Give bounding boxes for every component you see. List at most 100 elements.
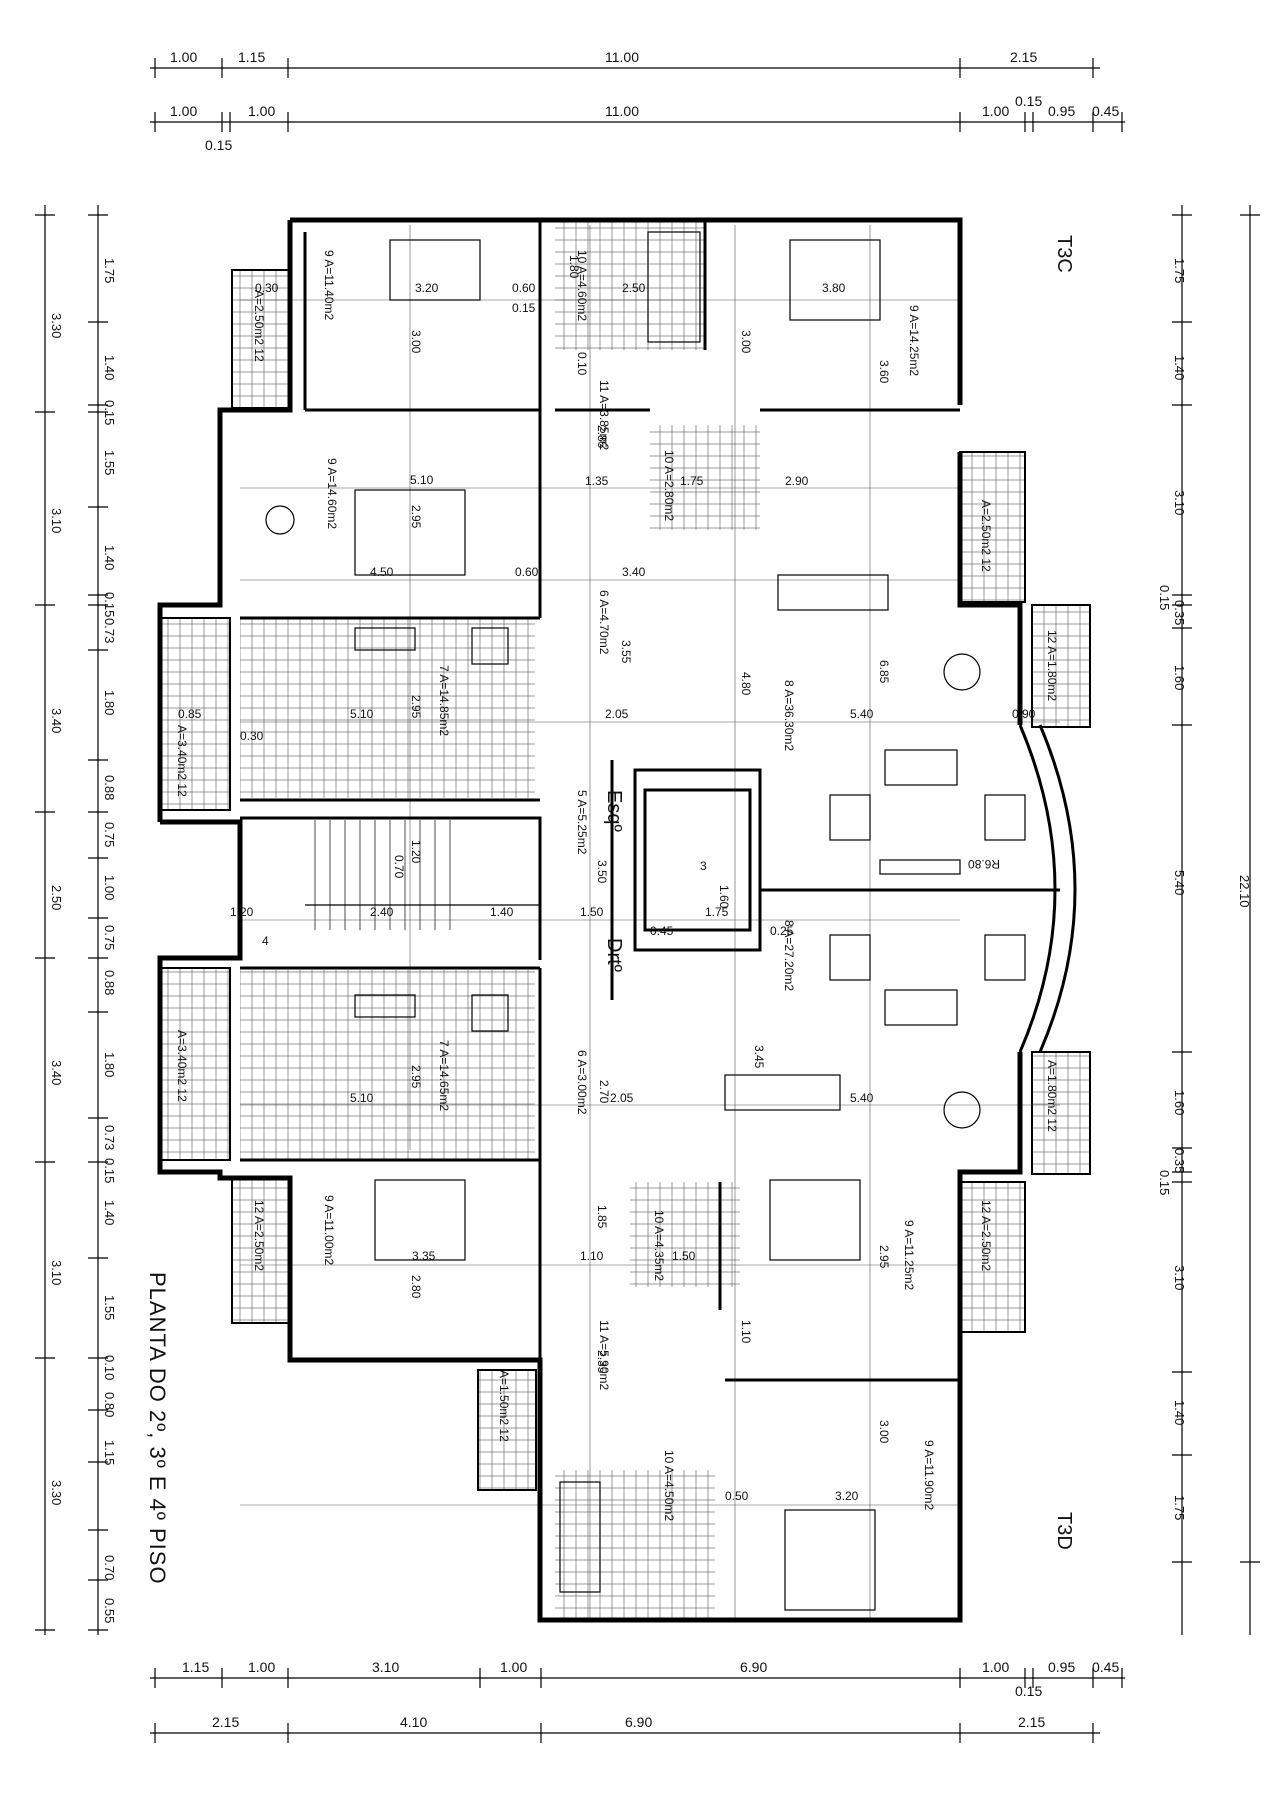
inner-dim: 3.50 bbox=[595, 860, 609, 884]
sofa-icon bbox=[884, 989, 958, 1026]
left-inner-dim-7: 0.73 bbox=[102, 618, 117, 643]
left-inner-dim-10: 0.75 bbox=[102, 822, 117, 847]
inner-dim: 0.25 bbox=[770, 924, 794, 938]
armchair-icon bbox=[984, 794, 1026, 841]
inner-dim: 1.50 bbox=[672, 1249, 696, 1263]
bed-icon bbox=[769, 1179, 861, 1261]
inner-dim: 1.75 bbox=[705, 905, 729, 919]
inner-dim: 2.80 bbox=[409, 1275, 423, 1299]
inner-dim: 3.45 bbox=[752, 1045, 766, 1069]
top-dim-r2-1: 1.00 bbox=[170, 103, 197, 119]
room-label: 9 A=11.90m2 bbox=[922, 1440, 936, 1511]
stove-icon bbox=[471, 994, 509, 1032]
top-dim-r2-3: 11.00 bbox=[605, 103, 639, 119]
left-inner-dim-20: 0.80 bbox=[102, 1392, 117, 1417]
round-table-icon bbox=[265, 505, 295, 535]
left-inner-dim-22: 0.70 bbox=[102, 1555, 117, 1580]
inner-dim: 5.40 bbox=[850, 707, 874, 721]
room-label: A=1.80m2 12 bbox=[1045, 1060, 1059, 1132]
interior-dimensions: 3.20 3.00 0.60 1.80 2.50 3.80 3.00 3.60 … bbox=[178, 255, 1036, 1503]
left-inner-dim-16: 0.15 bbox=[102, 1158, 117, 1183]
left-inner-dim-19: 0.10 bbox=[102, 1355, 117, 1380]
stair-label-esq: Esqº bbox=[603, 790, 625, 832]
bathtub-icon bbox=[559, 1481, 601, 1593]
inner-dim: 1.85 bbox=[595, 1205, 609, 1229]
left-outer-dim-4: 2.50 bbox=[49, 885, 64, 910]
inner-dim: 2.05 bbox=[605, 707, 629, 721]
left-inner-dim-21: 1.15 bbox=[102, 1440, 117, 1465]
room-label: 10 A=4.60m2 bbox=[575, 250, 589, 321]
dining-table-icon bbox=[724, 1074, 841, 1111]
left-inner-dim-4: 1.55 bbox=[102, 450, 117, 475]
inner-dim: 0.30 bbox=[240, 729, 264, 743]
room-label: 11 A=5.90m2 bbox=[597, 1320, 611, 1391]
bottom-dim-8: 0.45 bbox=[1092, 1659, 1119, 1675]
top-dim-1: 1.00 bbox=[170, 49, 197, 65]
inner-dim: 4.50 bbox=[370, 565, 394, 579]
left-outer-dim-7: 3.30 bbox=[49, 1480, 64, 1505]
inner-dim: 2.05 bbox=[610, 1091, 634, 1105]
top-dim-r2-2: 1.00 bbox=[248, 103, 275, 119]
inner-dim: 2.85 bbox=[595, 425, 609, 449]
room-label: 6 A=4.70m2 bbox=[597, 590, 611, 655]
left-dimension-lines: 3.30 3.10 3.40 2.50 3.40 3.10 3.30 1.75 … bbox=[35, 205, 117, 1635]
inner-dim: 3.00 bbox=[739, 330, 753, 354]
furniture bbox=[265, 231, 1026, 1611]
dining-table-icon bbox=[777, 574, 889, 611]
bottom-dim-1: 1.15 bbox=[182, 1659, 209, 1675]
walls bbox=[157, 217, 1077, 1623]
left-inner-dim-13: 0.88 bbox=[102, 970, 117, 995]
left-outer-dim-6: 3.10 bbox=[49, 1260, 64, 1285]
coffee-table-icon bbox=[879, 859, 961, 875]
room-label: 12 A=1.80m2 bbox=[1045, 630, 1059, 701]
inner-dim: 2.40 bbox=[370, 905, 394, 919]
bed-icon bbox=[374, 1179, 466, 1261]
inner-dim: 1.40 bbox=[490, 905, 514, 919]
inner-dim: 0.10 bbox=[575, 352, 589, 376]
right-dim-3: 3.10 bbox=[1172, 490, 1187, 515]
inner-dim: 3.00 bbox=[877, 1420, 891, 1444]
left-inner-dim-12: 0.75 bbox=[102, 925, 117, 950]
room-label: A=3.40m2 12 bbox=[175, 725, 189, 797]
left-inner-dim-2: 1.40 bbox=[102, 355, 117, 380]
room-label: 11 A=3.85m2 bbox=[597, 380, 611, 451]
sink-icon bbox=[354, 994, 416, 1018]
room-label: 8 A=36.30m2 bbox=[782, 680, 796, 751]
top-dim-4: 2.15 bbox=[1010, 49, 1037, 65]
top-dim-r2-5: 0.15 bbox=[1015, 93, 1042, 109]
inner-dim: 0.45 bbox=[650, 924, 674, 938]
right-dim-9: 0.35 bbox=[1172, 1148, 1187, 1173]
inner-dim: 0.30 bbox=[255, 281, 279, 295]
inner-dim: 3.80 bbox=[822, 281, 846, 295]
room-label: 3 bbox=[700, 859, 707, 873]
bottom-dim-6: 1.00 bbox=[982, 1659, 1009, 1675]
right-dim-2: 1.40 bbox=[1172, 355, 1187, 380]
inner-dim: 3.20 bbox=[415, 281, 439, 295]
round-table-icon bbox=[943, 1091, 981, 1129]
left-inner-dim-5: 1.40 bbox=[102, 545, 117, 570]
right-dim-7: 5.40 bbox=[1172, 870, 1187, 895]
room-label: 9 A=14.25m2 bbox=[907, 305, 921, 376]
right-dimension-lines: 1.75 1.40 3.10 0.15 0.35 1.60 5.40 1.60 … bbox=[1157, 205, 1260, 1635]
room-label: A=3.40m2 12 bbox=[175, 1030, 189, 1102]
left-outer-dim-2: 3.10 bbox=[49, 508, 64, 533]
room-label: 7 A=14.85m2 bbox=[437, 665, 451, 736]
bed-icon bbox=[784, 1509, 876, 1611]
top-dim-r2-4: 1.00 bbox=[982, 103, 1009, 119]
plan-title: PLANTA DO 2º, 3º E 4º PISO bbox=[145, 1272, 170, 1585]
inner-dim: 0.60 bbox=[512, 281, 536, 295]
inner-dim: 1.10 bbox=[739, 1320, 753, 1344]
inner-dim: 0.85 bbox=[178, 707, 202, 721]
left-inner-dim-18: 1.55 bbox=[102, 1295, 117, 1320]
right-dim-6: 1.60 bbox=[1172, 665, 1187, 690]
left-inner-dim-15: 0.73 bbox=[102, 1125, 117, 1150]
sofa-icon bbox=[884, 749, 958, 786]
top-dim-3: 11.00 bbox=[605, 49, 639, 65]
inner-dim: 1.20 bbox=[230, 905, 254, 919]
right-dim-5: 0.35 bbox=[1172, 600, 1187, 625]
inner-dim: 4.80 bbox=[739, 672, 753, 696]
room-label: 9 A=14.60m2 bbox=[325, 458, 339, 529]
left-inner-dim-6: 0.15 bbox=[102, 592, 117, 617]
